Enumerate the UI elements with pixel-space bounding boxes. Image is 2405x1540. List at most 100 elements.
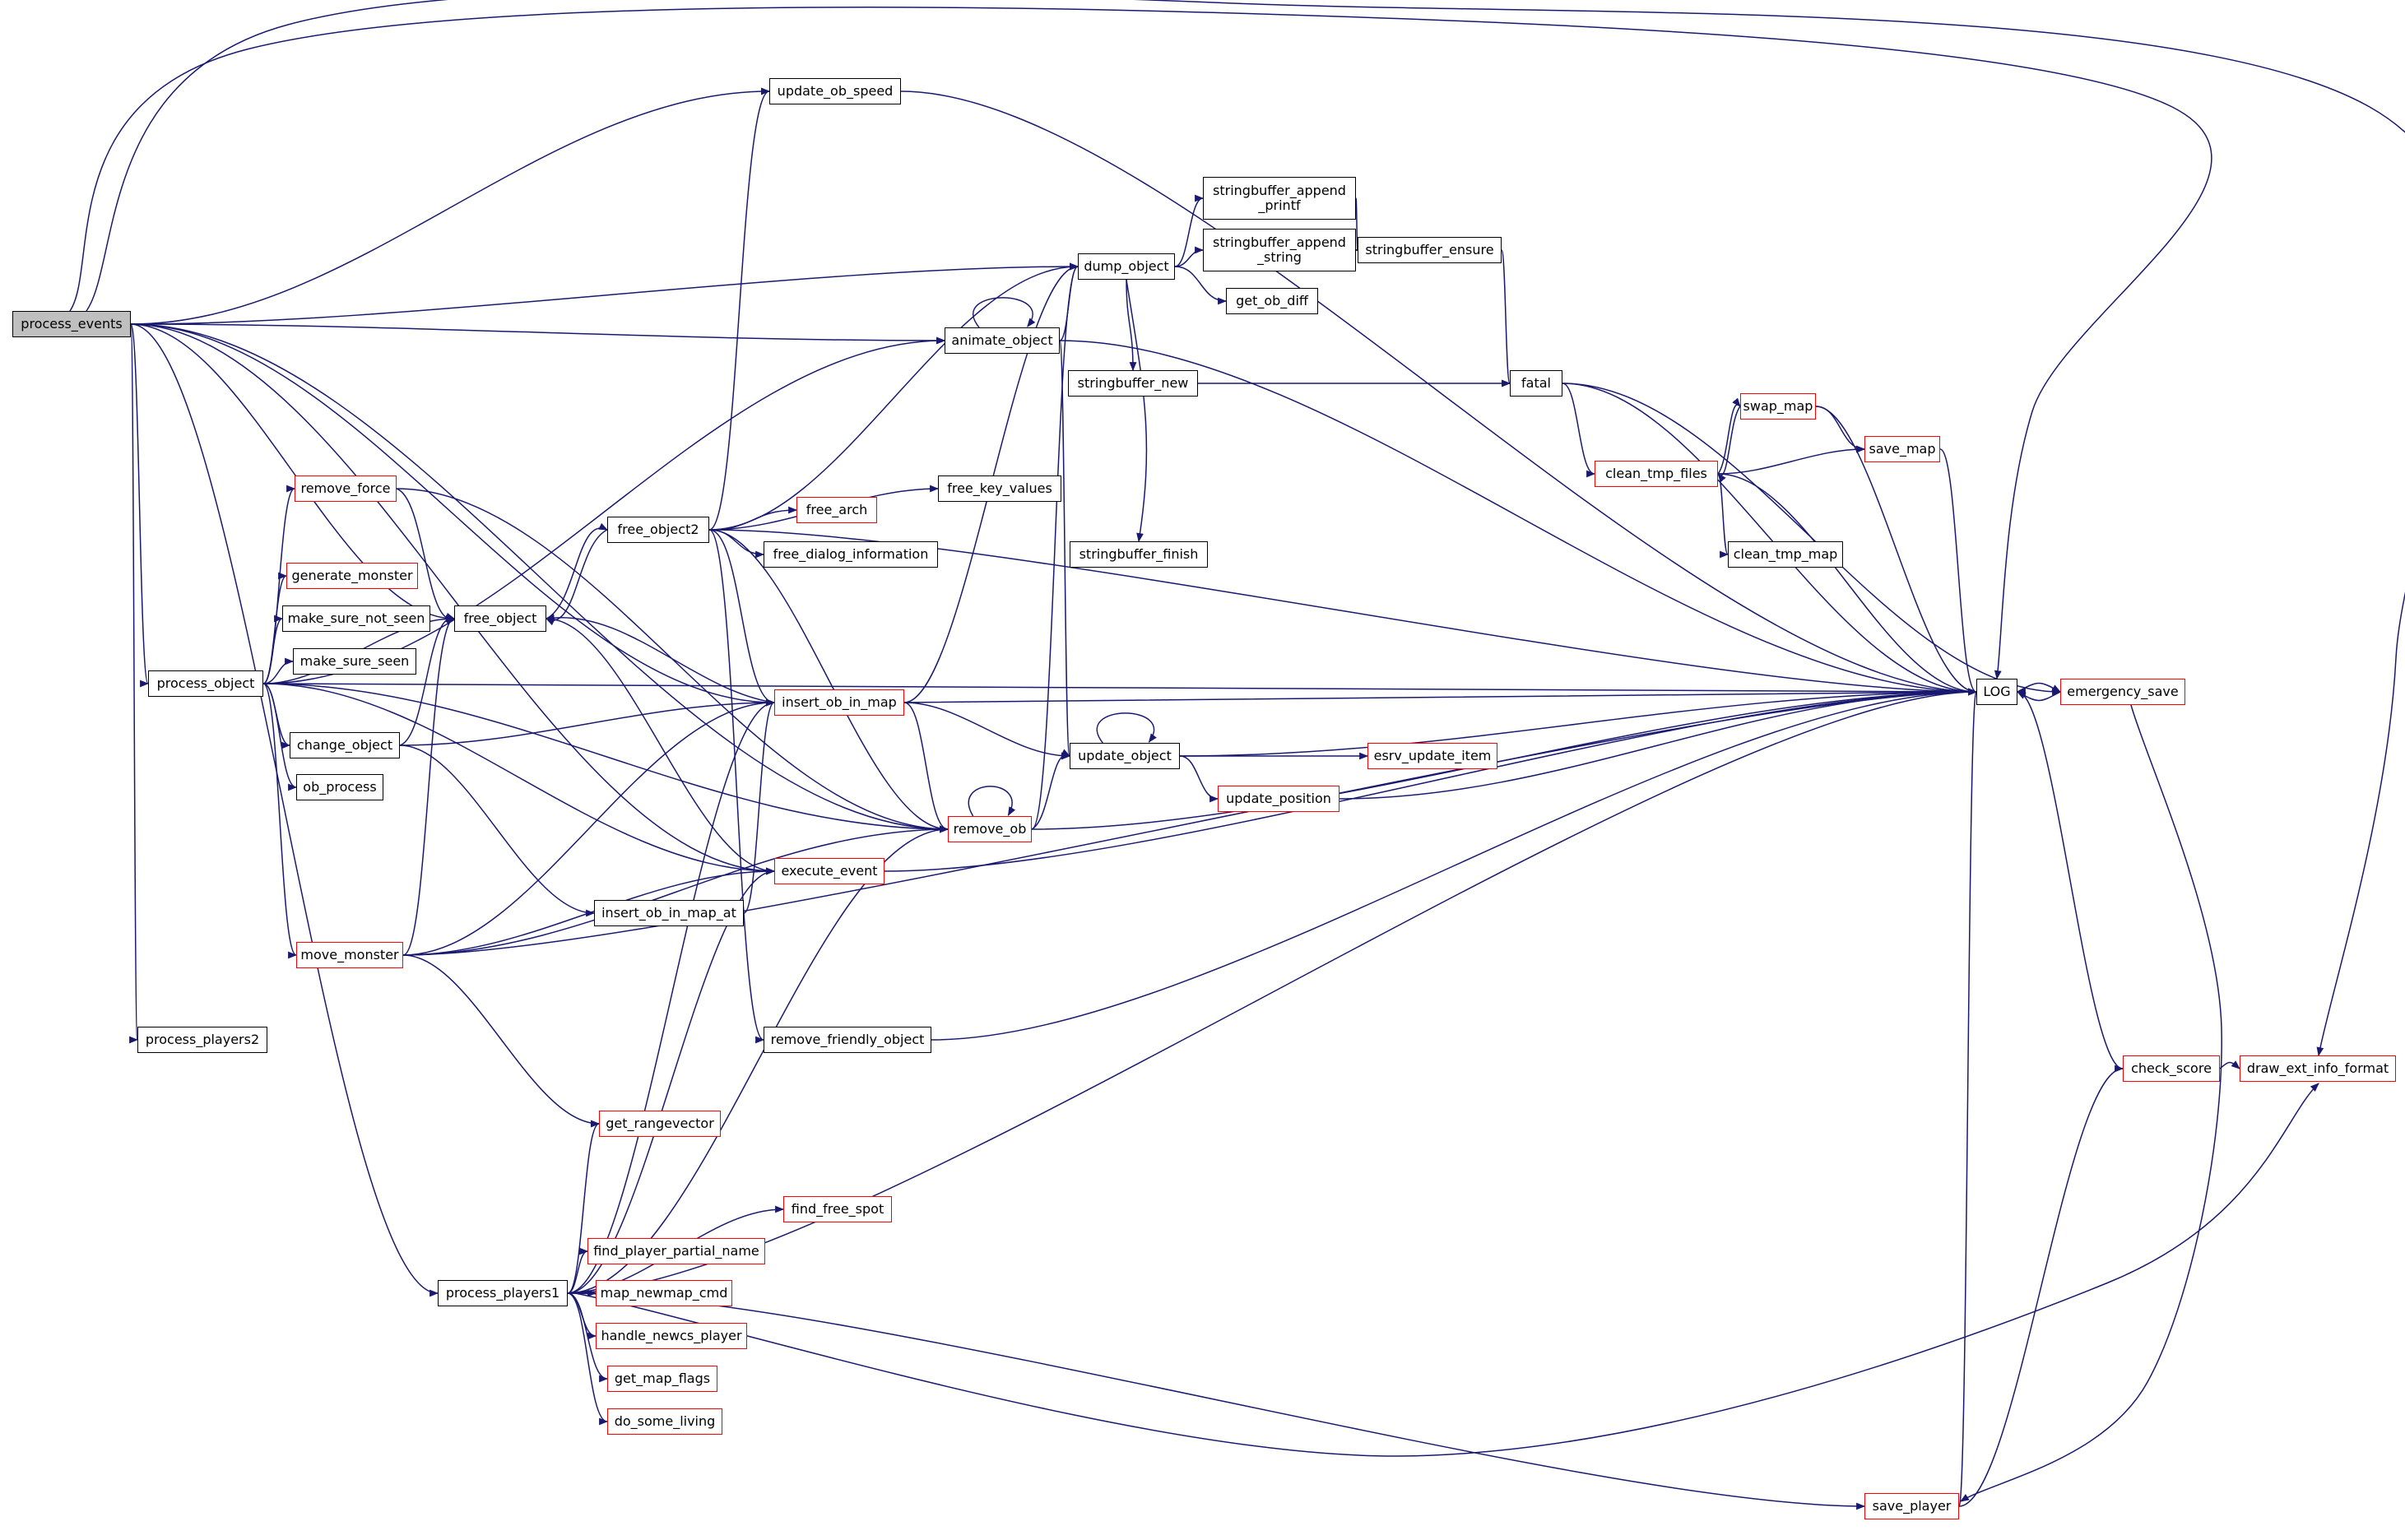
edge-update_object-to-update_position (1179, 755, 1219, 803)
edge-process_players1-to-draw_ext_info_format (574, 1083, 2319, 1457)
node-animate_object[interactable]: animate_object (945, 327, 1060, 354)
node-get_map_flags[interactable]: get_map_flags (607, 1366, 717, 1392)
edge-move_monster-to-execute_event (402, 867, 776, 956)
edge-emergency_save-to-save_player (1960, 704, 2222, 1502)
edge-process_events-to-dump_object (130, 262, 1079, 325)
node-stringbuffer_append_string[interactable]: stringbuffer_append _string (1203, 229, 1356, 271)
node-make_sure_seen[interactable]: make_sure_seen (293, 648, 416, 675)
edge-animate_object-to-animate_object (973, 297, 1036, 328)
node-stringbuffer_new[interactable]: stringbuffer_new (1068, 370, 1198, 397)
node-remove_force[interactable]: remove_force (295, 475, 397, 502)
edge-process_players1-to-remove_ob (567, 825, 949, 1294)
node-update_ob_speed[interactable]: update_ob_speed (769, 78, 901, 104)
edge-process_players1-to-save_player (567, 1292, 1866, 1510)
edge-check_score-to-draw_ext_info_format (2219, 1060, 2240, 1069)
node-check_score[interactable]: check_score (2123, 1055, 2220, 1082)
edge-process_players1-to-insert_ob_in_map (567, 698, 776, 1294)
node-dump_object[interactable]: dump_object (1078, 253, 1175, 280)
edge-change_object-to-insert_ob_in_map_at (399, 744, 596, 917)
node-ob_process[interactable]: ob_process (296, 774, 383, 800)
node-insert_ob_in_map_at[interactable]: insert_ob_in_map_at (594, 900, 744, 926)
edge-swap_map-to-clean_tmp_files (1717, 406, 1741, 483)
edge-change_object-to-free_object (399, 612, 456, 746)
edge-process_object-to-move_monster (262, 683, 298, 959)
node-save_map[interactable]: save_map (1864, 436, 1940, 462)
edge-process_players1-to-get_map_flags (567, 1292, 609, 1383)
node-get_ob_diff[interactable]: get_ob_diff (1226, 288, 1318, 314)
edge-update_object-to-LOG (1179, 688, 1978, 757)
node-make_sure_not_seen[interactable]: make_sure_not_seen (282, 605, 430, 632)
node-change_object[interactable]: change_object (290, 732, 400, 758)
node-save_player[interactable]: save_player (1864, 1493, 1959, 1519)
edge-insert_ob_in_map-to-free_object (545, 614, 775, 703)
edge-remove_force-to-remove_ob (396, 488, 949, 833)
node-stringbuffer_append_printf[interactable]: stringbuffer_append _printf (1203, 177, 1356, 220)
node-fatal[interactable]: fatal (1510, 370, 1562, 397)
node-free_dialog_information[interactable]: free_dialog_information (764, 541, 938, 568)
node-do_some_living[interactable]: do_some_living (607, 1408, 722, 1435)
node-stringbuffer_ensure[interactable]: stringbuffer_ensure (1358, 237, 1502, 263)
edge-dump_object-to-get_ob_diff (1174, 266, 1228, 305)
node-free_arch[interactable]: free_arch (796, 497, 877, 523)
edge-process_players1-to-get_rangevector (567, 1120, 601, 1294)
node-execute_event[interactable]: execute_event (774, 858, 884, 884)
node-emergency_save[interactable]: emergency_save (2060, 679, 2185, 705)
edge-fatal-to-LOG (1562, 383, 1978, 696)
edge-process_object-to-ob_process (262, 683, 298, 791)
edge-clean_tmp_files-to-LOG (1717, 473, 1978, 696)
edge-move_monster-to-free_object (402, 615, 456, 956)
edge-save_player-to-LOG (1958, 689, 1978, 1507)
edge-insert_ob_in_map-to-update_object (903, 702, 1071, 760)
edge-free_object2-to-LOG (708, 529, 1978, 696)
node-process_players1[interactable]: process_players1 (438, 1280, 568, 1306)
edge-process_events-to-insert_ob_in_map (130, 323, 776, 707)
edge-move_monster-to-insert_ob_in_map (402, 698, 776, 956)
node-clean_tmp_files[interactable]: clean_tmp_files (1595, 461, 1718, 487)
edge-process_players1-to-LOG (567, 688, 1978, 1294)
node-insert_ob_in_map[interactable]: insert_ob_in_map (774, 689, 904, 716)
node-move_monster[interactable]: move_monster (296, 942, 403, 968)
edge-free_object2-to-remove_friendly_object (708, 529, 765, 1044)
edge-process_events-to-free_object (130, 323, 456, 623)
node-remove_friendly_object[interactable]: remove_friendly_object (764, 1027, 931, 1053)
node-free_object2[interactable]: free_object2 (607, 517, 709, 543)
edge-process_object-to-LOG (262, 683, 1978, 696)
node-clean_tmp_map[interactable]: clean_tmp_map (1728, 541, 1843, 568)
node-free_key_values[interactable]: free_key_values (938, 475, 1061, 502)
node-find_free_spot[interactable]: find_free_spot (783, 1196, 892, 1222)
node-process_events[interactable]: process_events (12, 311, 131, 337)
edge-animate_object-to-LOG (1059, 340, 1978, 696)
node-esrv_update_item[interactable]: esrv_update_item (1367, 743, 1497, 769)
edge-dump_object-to-stringbuffer_append_printf (1174, 194, 1205, 267)
node-stringbuffer_finish[interactable]: stringbuffer_finish (1070, 541, 1208, 568)
edge-process_players1-to-execute_event (567, 867, 776, 1294)
edge-LOG-to-emergency_save (2017, 682, 2061, 693)
edge-remove_friendly_object-to-LOG (931, 688, 1978, 1041)
edge-process_object-to-make_sure_not_seen (262, 615, 284, 684)
node-handle_newcs_player[interactable]: handle_newcs_player (596, 1323, 747, 1349)
node-generate_monster[interactable]: generate_monster (286, 563, 418, 589)
node-draw_ext_info_format[interactable]: draw_ext_info_format (2240, 1055, 2396, 1082)
edge-emergency_save-to-LOG (2017, 691, 2061, 702)
edge-process_events-to-process_players2 (128, 323, 139, 1042)
node-free_object[interactable]: free_object (454, 605, 546, 632)
node-LOG[interactable]: LOG (1976, 679, 2017, 705)
edge-clean_tmp_files-to-swap_map (1717, 397, 1741, 475)
edge-process_players1-to-find_player_partial_name (567, 1247, 589, 1294)
edge-process_events-to-update_ob_speed (130, 87, 771, 325)
node-update_position[interactable]: update_position (1218, 786, 1339, 812)
edge-move_monster-to-LOG (402, 688, 1978, 956)
edge-free_object2-to-free_object (546, 529, 608, 626)
node-map_newmap_cmd[interactable]: map_newmap_cmd (596, 1280, 732, 1306)
node-find_player_partial_name[interactable]: find_player_partial_name (587, 1238, 765, 1264)
node-process_players2[interactable]: process_players2 (137, 1027, 267, 1053)
node-get_rangevector[interactable]: get_rangevector (599, 1111, 721, 1137)
edge-fatal-to-clean_tmp_files (1562, 383, 1596, 478)
node-remove_ob[interactable]: remove_ob (948, 816, 1032, 842)
node-update_object[interactable]: update_object (1070, 743, 1180, 769)
node-process_object[interactable]: process_object (148, 670, 263, 697)
node-swap_map[interactable]: swap_map (1740, 393, 1816, 420)
edge-change_object-to-insert_ob_in_map (399, 698, 776, 746)
